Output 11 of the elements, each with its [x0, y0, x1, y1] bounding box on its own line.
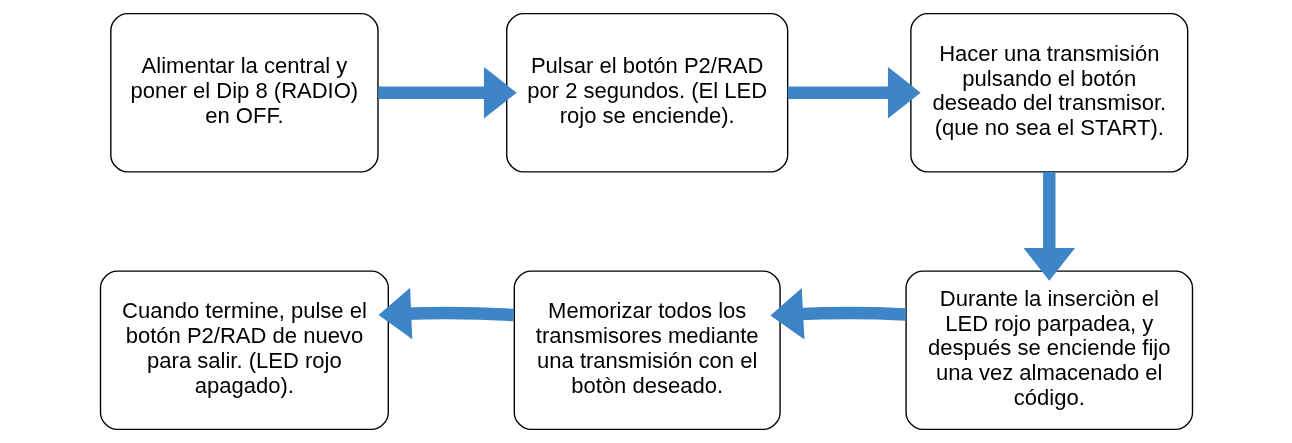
node-box: Durante la inserciòn el LED rojo parpadea, y después se enciende fijo una vez almacenado el código.: [904, 270, 1193, 431]
arrow: [1023, 172, 1075, 281]
arrow: [378, 287, 514, 340]
node-box: Memorizar todos los transmisores mediante una transmisión con el botòn deseado.: [513, 270, 781, 431]
arrow: [377, 66, 517, 119]
node-box: Alimentar la central y poner el Dip 8 (RADIO) en OFF.: [109, 12, 379, 173]
node-box: Pulsar el botón P2/RAD por 2 segundos. (El LED rojo se enciende).: [505, 12, 788, 173]
arrow: [769, 288, 906, 340]
node-box: Cuando termine, pulse el botón P2/RAD de nuevo para salir. (LED rojo apagado).: [99, 270, 389, 431]
arrow: [787, 66, 921, 119]
node-box: Hacer una transmisión pulsando el botón deseado del transmisor. (que no sea el START).: [909, 12, 1188, 173]
